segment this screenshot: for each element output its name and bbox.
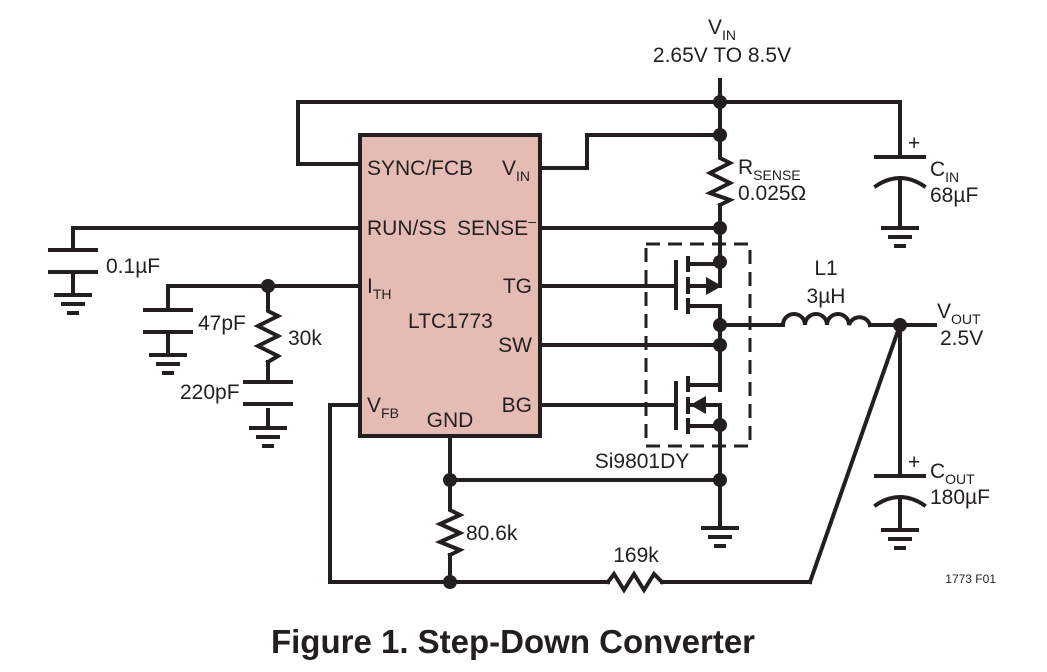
- run-ss-wire: [71, 226, 362, 252]
- r-30k-value: 30k: [288, 327, 322, 350]
- cin-top-wire: [718, 100, 902, 157]
- r-806k-value: 80.6k: [466, 522, 518, 545]
- ground-icon: [249, 426, 287, 448]
- rsense-value: 0.025Ω: [738, 182, 806, 205]
- junctions: [261, 95, 907, 589]
- ltc1773-chip: [358, 133, 542, 438]
- chip-vin-wire: [538, 133, 722, 170]
- pin-sync-fcb: SYNC/FCB: [367, 157, 473, 180]
- sync-loop-wire: [296, 100, 722, 166]
- mosfet-top-pmos: [674, 256, 722, 314]
- figure-caption: Figure 1. Step-Down Converter: [271, 623, 755, 660]
- resistor-30k: [253, 303, 283, 365]
- cin-label: CIN: [930, 158, 959, 185]
- ground-icon: [149, 353, 187, 375]
- c-220p-value: 220pF: [180, 381, 240, 404]
- vin-range-label: 2.65V TO 8.5V: [653, 44, 791, 67]
- c-run-value: 0.1µF: [106, 255, 160, 278]
- pin-sw: SW: [498, 334, 532, 357]
- pin-vfb: VFB: [367, 394, 399, 421]
- r-169k-value: 169k: [613, 544, 659, 567]
- ground-icon: [881, 226, 919, 248]
- cout-plus: +: [908, 451, 920, 474]
- cin-plus: +: [908, 132, 920, 155]
- c-47p-value: 47pF: [198, 312, 246, 335]
- ith-wire: [166, 284, 362, 312]
- capacitor-cout: [873, 474, 927, 508]
- resistor-rsense: [704, 148, 736, 208]
- ground-icon: [881, 528, 919, 550]
- cout-label: COUT: [930, 460, 975, 487]
- drawing-code: 1773 F01: [945, 572, 996, 586]
- pin-vin: VIN: [502, 157, 530, 184]
- vout-value: 2.5V: [940, 327, 983, 350]
- pin-sense: SENSE–: [457, 213, 536, 240]
- pin-gnd: GND: [427, 409, 474, 432]
- capacitor-220pf: [243, 380, 293, 406]
- pin-tg: TG: [503, 275, 532, 298]
- vout-label: VOUT: [937, 300, 981, 327]
- resistor-80k6: [434, 503, 465, 558]
- pin-ith: ITH: [367, 275, 392, 302]
- vin-supply-label: VIN: [708, 16, 736, 43]
- mosfet-bottom-nmos: [674, 376, 722, 434]
- inductor-value: 3µH: [807, 285, 846, 308]
- ground-symbols: [54, 226, 919, 550]
- capacitor-47pf: [143, 308, 193, 334]
- mosfet-package-outline: [644, 242, 752, 448]
- inductor-ref: L1: [814, 257, 837, 280]
- mosfet-part-label: Si9801DY: [595, 450, 690, 473]
- rsense-label: RSENSE: [738, 156, 801, 183]
- pin-bg: BG: [502, 394, 532, 417]
- ground-icon: [54, 293, 92, 315]
- feedback-diagonal-wire: [807, 322, 903, 585]
- inductor-l1: [780, 312, 873, 328]
- resistor-169k: [605, 570, 665, 594]
- ground-icon: [701, 526, 739, 548]
- pin-run-ss: RUN/SS: [367, 217, 446, 240]
- chip-name: LTC1773: [408, 310, 493, 333]
- feedback-left-wire: [328, 403, 610, 584]
- capacitor-cin: [873, 155, 927, 189]
- capacitor-0.1uf: [48, 248, 98, 274]
- cout-value: 180µF: [930, 486, 990, 509]
- cin-value: 68µF: [930, 184, 978, 207]
